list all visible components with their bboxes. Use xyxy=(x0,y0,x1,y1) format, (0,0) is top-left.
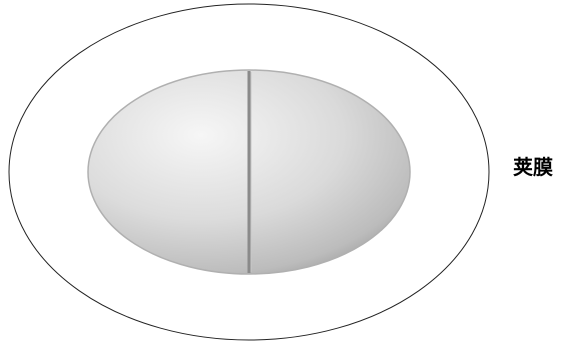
capsule-label: 荚膜 xyxy=(513,157,553,177)
